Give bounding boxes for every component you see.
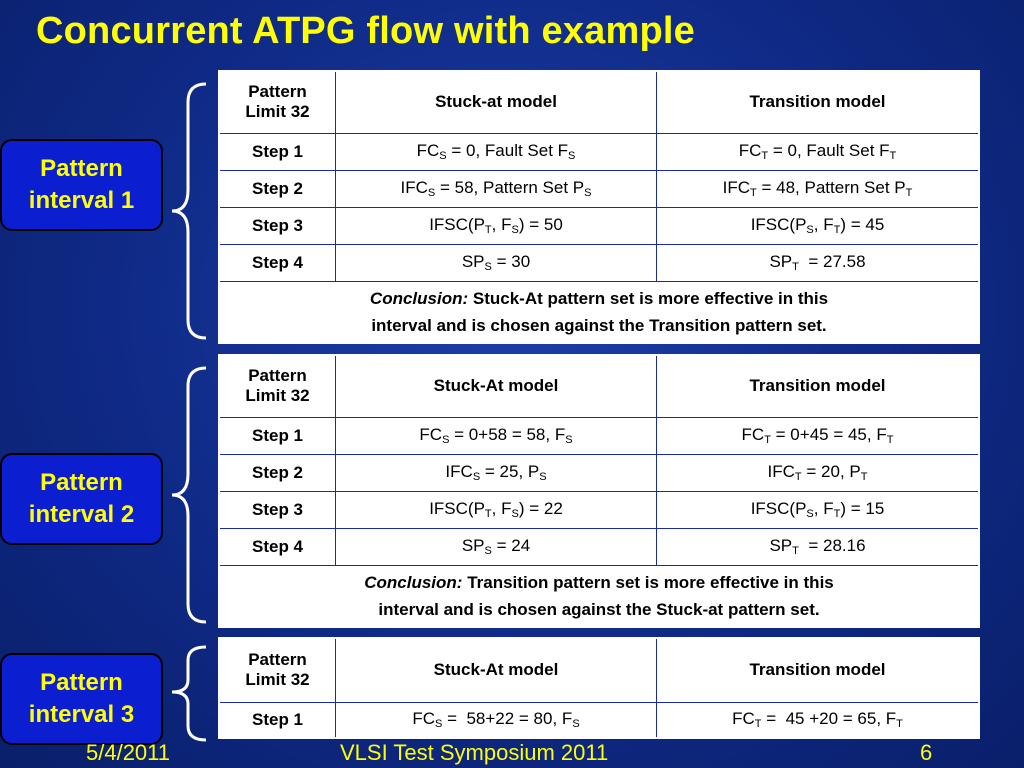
interval-label-line1: Pattern	[40, 155, 123, 182]
transition-header: Transition model	[656, 354, 980, 418]
pattern-limit-header: Pattern Limit 32	[218, 354, 336, 418]
stuck-at-cell: SPS = 30	[335, 243, 657, 282]
conclusion-label: Conclusion:	[369, 288, 469, 308]
step-label: Step 1	[218, 416, 336, 455]
interval-label-line2: interval 3	[28, 701, 135, 728]
conclusion-line1: Transition pattern set is more effective…	[467, 572, 834, 592]
brace-icon	[171, 645, 207, 742]
stuck-at-header: Stuck-at model	[335, 70, 657, 134]
slide-title: Concurrent ATPG flow with example	[36, 10, 696, 52]
table-row: Step 1 FCS = 0, Fault Set FS FCT = 0, Fa…	[218, 132, 980, 171]
footer-page-number: 6	[920, 740, 933, 765]
brace-icon	[171, 82, 207, 340]
step-label: Step 1	[218, 132, 336, 171]
interval-label-line2: interval 1	[28, 187, 135, 214]
transition-cell: SPT = 28.16	[656, 527, 980, 566]
stuck-at-cell: IFCS = 58, Pattern Set PS	[335, 169, 657, 208]
pattern-limit-header: Pattern Limit 32	[218, 637, 336, 703]
table-row: Step 4 SPS = 24 SPT = 28.16	[218, 527, 980, 566]
table-row: Step 4 SPS = 30 SPT = 27.58	[218, 243, 980, 282]
header-line: Pattern Limit 32	[245, 366, 310, 406]
stuck-at-cell: FCS = 0, Fault Set FS	[335, 132, 657, 171]
stuck-at-cell: IFSC(PT, FS) = 50	[335, 206, 657, 245]
step-label: Step 1	[218, 701, 336, 739]
interval-3-table: Pattern Limit 32 Stuck-At model Transiti…	[218, 637, 980, 739]
transition-header: Transition model	[656, 70, 980, 134]
stuck-at-cell: FCS = 58+22 = 80, FS	[335, 701, 657, 739]
table-row: Step 2 IFCS = 58, Pattern Set PS IFCT = …	[218, 169, 980, 208]
conclusion-line1: Stuck-At pattern set is more effective i…	[472, 288, 829, 308]
step-label: Step 4	[218, 243, 336, 282]
interval-label-line2: interval 2	[28, 501, 135, 528]
step-label: Step 2	[218, 169, 336, 208]
step-label: Step 2	[218, 453, 336, 492]
conclusion: Conclusion: Transition pattern set is mo…	[218, 564, 980, 628]
pattern-limit-header: Pattern Limit 32	[218, 70, 336, 134]
stuck-at-cell: SPS = 24	[335, 527, 657, 566]
stuck-at-cell: IFSC(PT, FS) = 22	[335, 490, 657, 529]
stuck-at-header: Stuck-At model	[335, 354, 657, 418]
header-line: Pattern Limit 32	[245, 650, 310, 690]
footer-conference: VLSI Test Symposium 2011	[340, 740, 609, 765]
transition-cell: IFCT = 20, PT	[656, 453, 980, 492]
table-row: Step 3 IFSC(PT, FS) = 50 IFSC(PS, FT) = …	[218, 206, 980, 245]
stuck-at-header: Stuck-At model	[335, 637, 657, 703]
transition-header: Transition model	[656, 637, 980, 703]
pattern-interval-2-label: Pattern interval 2	[0, 453, 163, 545]
transition-cell: IFSC(PS, FT) = 45	[656, 206, 980, 245]
stuck-at-cell: FCS = 0+58 = 58, FS	[335, 416, 657, 455]
step-label: Step 4	[218, 527, 336, 566]
pattern-interval-3-label: Pattern interval 3	[0, 653, 163, 745]
header-line: Pattern Limit 32	[245, 82, 310, 122]
stuck-at-cell: IFCS = 25, PS	[335, 453, 657, 492]
interval-2-table: Pattern Limit 32 Stuck-At model Transiti…	[218, 354, 980, 628]
transition-cell: IFSC(PS, FT) = 15	[656, 490, 980, 529]
footer-date: 5/4/2011	[86, 740, 171, 765]
table-row: Step 1 FCS = 58+22 = 80, FS FCT = 45 +20…	[218, 701, 980, 739]
brace-icon	[171, 366, 207, 624]
transition-cell: FCT = 45 +20 = 65, FT	[656, 701, 980, 739]
table-row: Step 2 IFCS = 25, PS IFCT = 20, PT	[218, 453, 980, 492]
table-row: Step 1 FCS = 0+58 = 58, FS FCT = 0+45 = …	[218, 416, 980, 455]
conclusion: Conclusion: Stuck-At pattern set is more…	[218, 280, 980, 344]
transition-cell: SPT = 27.58	[656, 243, 980, 282]
table-row: Step 3 IFSC(PT, FS) = 22 IFSC(PS, FT) = …	[218, 490, 980, 529]
interval-label-line1: Pattern	[40, 469, 123, 496]
transition-cell: FCT = 0, Fault Set FT	[656, 132, 980, 171]
conclusion-line2: interval and is chosen against the Trans…	[371, 315, 827, 335]
step-label: Step 3	[218, 206, 336, 245]
interval-1-table: Pattern Limit 32 Stuck-at model Transiti…	[218, 70, 980, 344]
transition-cell: IFCT = 48, Pattern Set PT	[656, 169, 980, 208]
conclusion-line2: interval and is chosen against the Stuck…	[378, 599, 820, 619]
pattern-interval-1-label: Pattern interval 1	[0, 139, 163, 231]
conclusion-label: Conclusion:	[364, 572, 463, 592]
transition-cell: FCT = 0+45 = 45, FT	[656, 416, 980, 455]
step-label: Step 3	[218, 490, 336, 529]
interval-label-line1: Pattern	[40, 669, 123, 696]
